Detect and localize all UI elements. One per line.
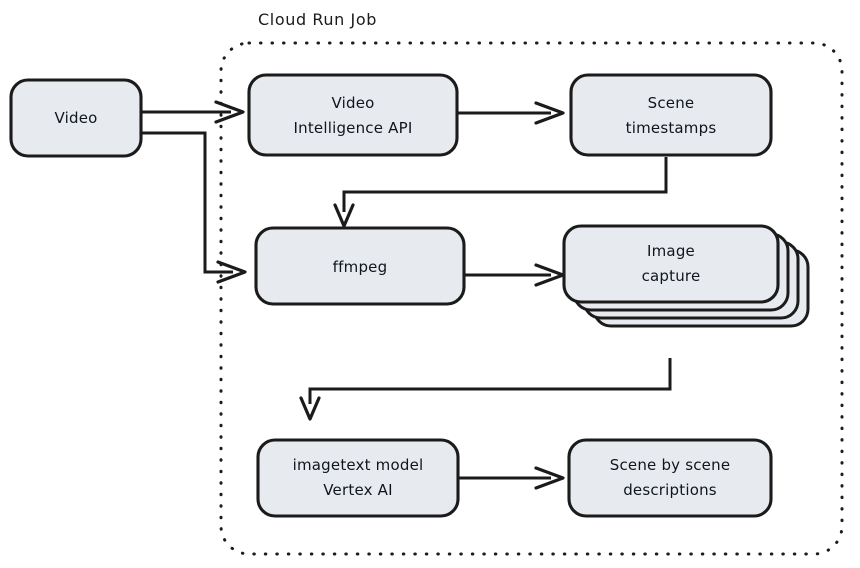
node-scene-by-scene-descriptions[interactable]: Scene by scene descriptions [567,438,773,518]
container-title: Cloud Run Job [258,10,377,29]
node-scene-by-scene-descriptions-label-line2: descriptions [623,481,717,499]
edge-scene-timestamps-to-ffmpeg [333,157,668,228]
edge-image-capture-to-imagetext [299,358,672,421]
node-scene-by-scene-descriptions-box[interactable] [567,438,773,518]
node-video-intelligence-api-label-line2: Intelligence API [294,119,413,137]
node-imagetext-model-vertex-ai-label-line1: imagetext model [293,456,424,474]
node-imagetext-model-vertex-ai[interactable]: imagetext model Vertex AI [256,438,460,518]
node-image-capture-label-line2: capture [642,267,701,285]
node-video-label-line1: Video [54,109,97,127]
node-video-box[interactable] [9,78,143,158]
node-scene-timestamps[interactable]: Scene timestamps [569,73,773,157]
node-scene-timestamps-label-line1: Scene [648,94,695,112]
node-image-capture-label-line1: Image [647,242,695,260]
edge-video-to-ffmpeg [141,131,247,284]
node-imagetext-model-vertex-ai-label-line2: Vertex AI [323,481,392,499]
node-video[interactable]: Video [9,78,143,158]
edge-imagetext-to-descriptions [458,466,565,490]
cloud-run-job-container [219,41,844,556]
node-imagetext-model-vertex-ai-box[interactable] [256,438,460,518]
node-image-capture[interactable]: Image capture [562,224,810,328]
node-video-intelligence-api-label-line1: Video [331,94,374,112]
node-scene-timestamps-box[interactable] [569,73,773,157]
node-scene-by-scene-descriptions-label-line1: Scene by scene [610,456,731,474]
edge-ffmpeg-to-image-capture [464,263,565,287]
node-ffmpeg[interactable]: ffmpeg [254,226,466,306]
edge-video-to-vi-api [141,100,245,124]
node-ffmpeg-box[interactable] [254,226,466,306]
node-video-intelligence-api-box[interactable] [247,73,459,157]
container-dotted-border [219,41,844,556]
node-image-capture-box[interactable] [562,224,780,304]
node-scene-timestamps-label-line2: timestamps [626,119,717,137]
node-video-intelligence-api[interactable]: Video Intelligence API [247,73,459,157]
node-ffmpeg-label-line1: ffmpeg [333,258,388,276]
edge-vi-api-to-scene-timestamps [457,101,565,125]
